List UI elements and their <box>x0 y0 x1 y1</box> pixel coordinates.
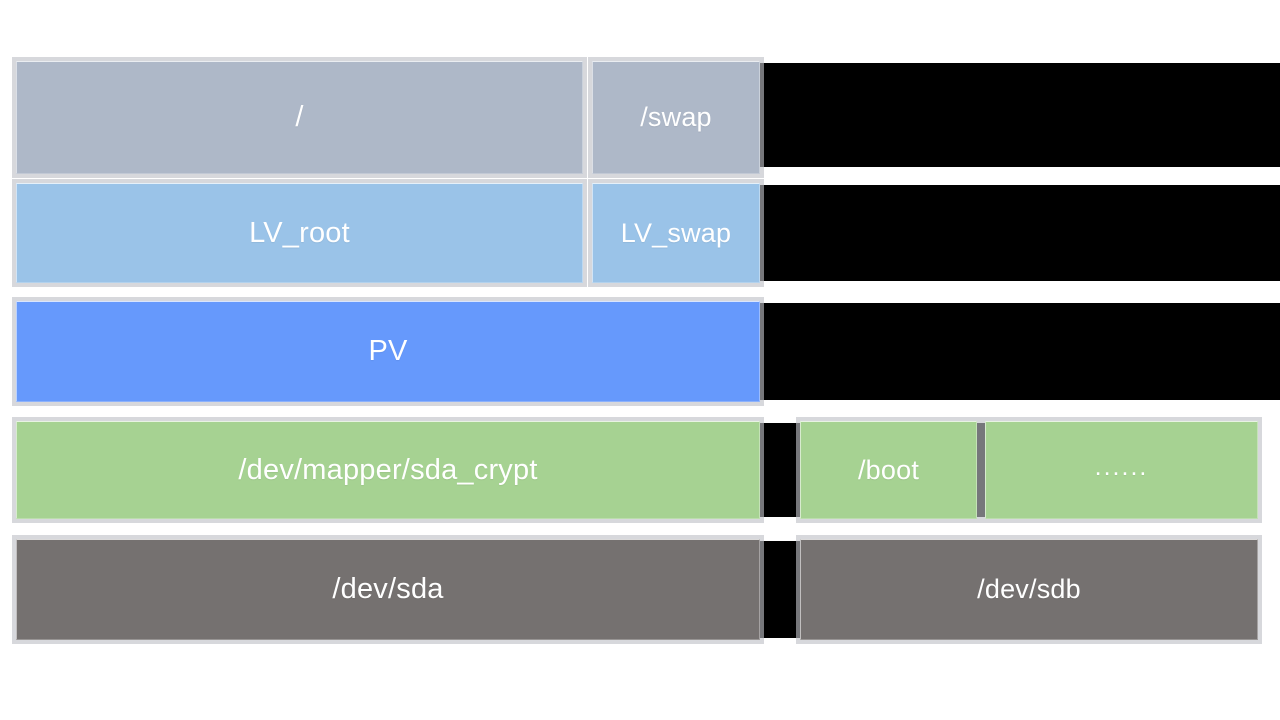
layer-mountpoints-box-1[interactable]: /swap <box>592 61 760 174</box>
layer-physical-disks-gap-0 <box>760 541 800 638</box>
layer-physical-disks-box-0[interactable]: /dev/sda <box>16 539 760 640</box>
layer-physical-volume-gap-0 <box>760 303 1280 400</box>
layer-device-mapper-label-2: ...... <box>1094 452 1149 481</box>
layer-mountpoints-gap-0 <box>760 63 1280 167</box>
layer-mountpoints-label-0: / <box>295 101 304 133</box>
layer-device-mapper-gap-1 <box>977 423 985 517</box>
layer-logical-volumes-label-1: LV_swap <box>620 217 732 248</box>
layer-logical-volumes-box-0[interactable]: LV_root <box>16 183 583 283</box>
layer-physical-disks-box-1[interactable]: /dev/sdb <box>800 539 1258 640</box>
layer-physical-disks-label-0: /dev/sda <box>332 573 444 605</box>
layer-mountpoints-box-0[interactable]: / <box>16 61 583 174</box>
layer-physical-volume-label-0: PV <box>368 335 408 367</box>
layer-physical-disks-label-1: /dev/sdb <box>977 574 1081 604</box>
layer-device-mapper-box-2[interactable]: ...... <box>985 421 1258 519</box>
layer-device-mapper-box-0[interactable]: /dev/mapper/sda_crypt <box>16 421 760 519</box>
layer-device-mapper-label-1: /boot <box>857 454 920 485</box>
layer-device-mapper-gap-0 <box>760 423 800 517</box>
layer-physical-volume-box-0[interactable]: PV <box>16 301 760 402</box>
layer-device-mapper-label-0: /dev/mapper/sda_crypt <box>238 453 538 486</box>
layer-device-mapper-box-1[interactable]: /boot <box>800 421 977 519</box>
layer-logical-volumes-gap-0 <box>760 185 1280 281</box>
layer-mountpoints-label-1: /swap <box>640 102 712 132</box>
layer-logical-volumes-label-0: LV_root <box>249 216 350 249</box>
layer-logical-volumes-box-1[interactable]: LV_swap <box>592 183 760 283</box>
